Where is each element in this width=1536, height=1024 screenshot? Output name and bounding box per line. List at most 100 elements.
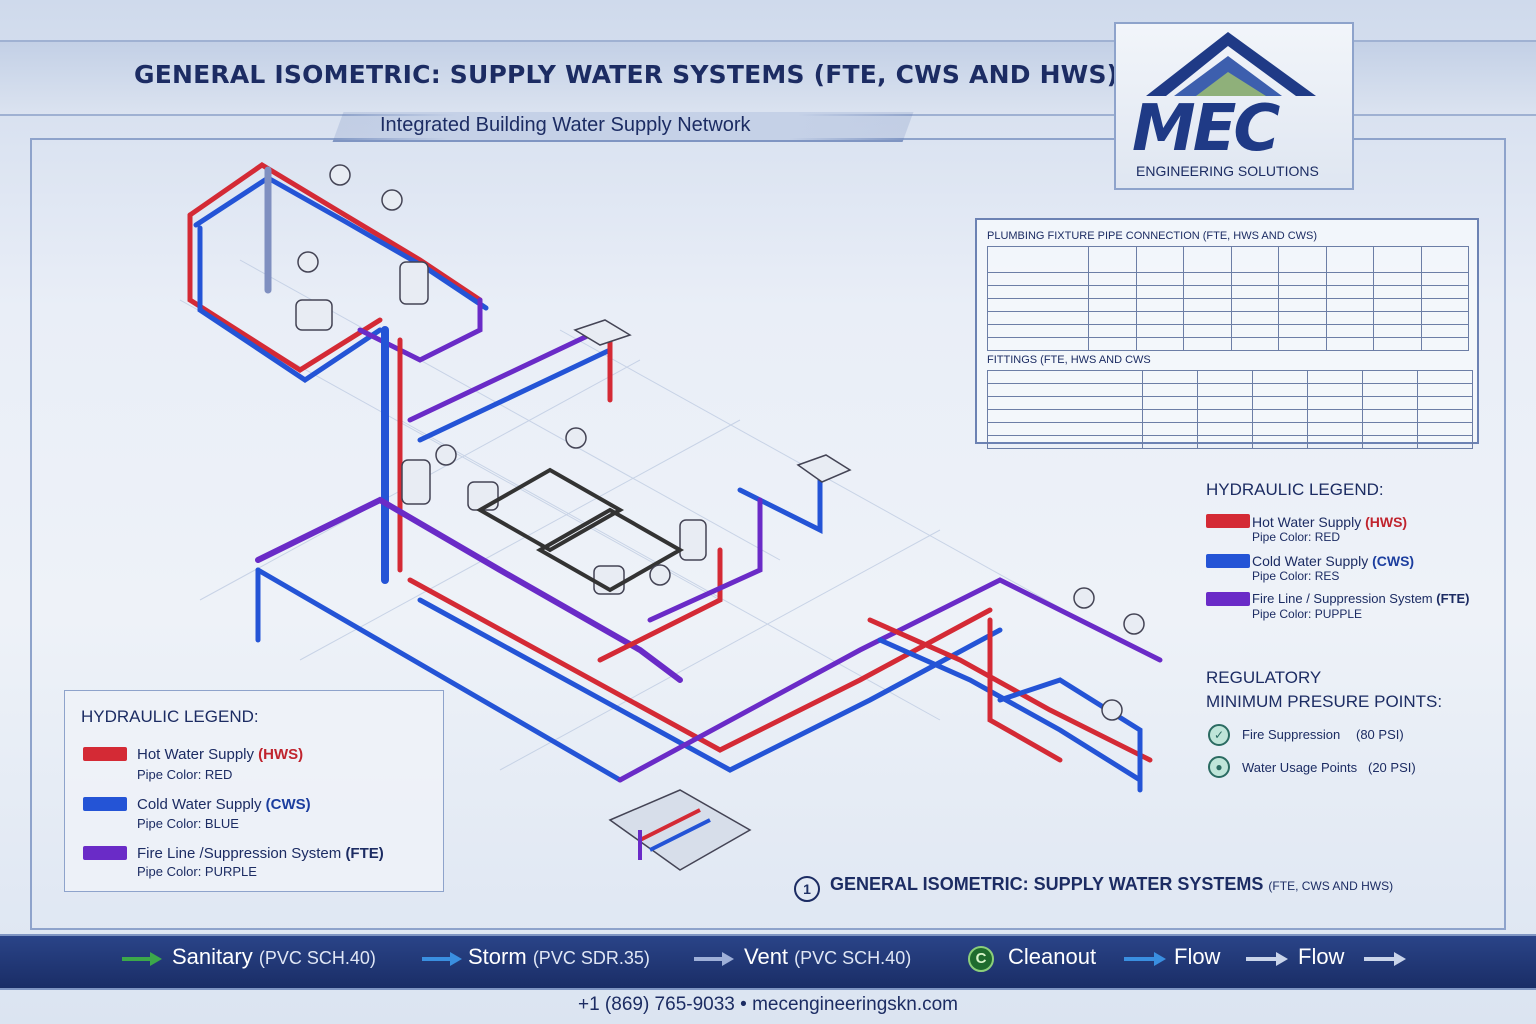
arrow-right-icon xyxy=(422,952,462,966)
vent-item: Vent (PVC SCH.40) xyxy=(744,944,911,970)
arrow-right-icon xyxy=(1246,952,1288,966)
fixture-valve-icon-7 xyxy=(1123,613,1145,635)
fittings-table xyxy=(987,370,1473,449)
toilet-icon-2 xyxy=(467,481,499,511)
main-riser xyxy=(381,326,613,584)
regulatory-heading: REGULATORY xyxy=(1206,668,1322,687)
legend-label: Hot Water Supply xyxy=(1252,514,1362,530)
storm-item: Storm (PVC SDR.35) xyxy=(468,944,650,970)
legend-label: Hot Water Supply xyxy=(137,746,254,763)
legend-sub: Pipe Color: RED xyxy=(137,767,233,782)
sink-icon xyxy=(573,319,632,346)
fixture-table-title: PLUMBING FIXTURE PIPE CONNECTION (FTE, H… xyxy=(987,230,1318,242)
company-logo xyxy=(1114,22,1354,190)
water-heater-icon-3 xyxy=(679,519,707,561)
fixture-connection-table xyxy=(987,246,1469,351)
fittings-table-title: FITTINGS (FTE, HWS AND CWS xyxy=(987,354,1151,366)
arrow-right-icon xyxy=(1364,952,1406,966)
legend-sub: Pipe Color: RED xyxy=(1252,530,1341,544)
legend-code: (HWS) xyxy=(1365,514,1408,530)
fixture-valve-icon-5 xyxy=(565,427,587,449)
hydraulic-legend-right: HYDRAULIC LEGEND: Hot Water Supply (HWS)… xyxy=(1186,470,1486,840)
vent-spec: (PVC SCH.40) xyxy=(794,948,912,968)
sanitary-label: Sanitary xyxy=(172,944,253,969)
cleanout-icon: C xyxy=(968,946,994,972)
legend-sub: Pipe Color: PUPPLE xyxy=(1252,607,1363,621)
caption-main: GENERAL ISOMETRIC: SUPPLY WATER SYSTEMS xyxy=(830,874,1264,894)
legend-item-fte: Fire Line / Suppression System (FTE) xyxy=(1252,591,1469,606)
water-drop-icon: ● xyxy=(1208,756,1230,778)
cws-swatch xyxy=(83,797,127,811)
legend-item-hws: Hot Water Supply (HWS) xyxy=(1252,514,1407,530)
legend-sub: Pipe Color: BLUE xyxy=(137,816,239,831)
legend-code: (CWS) xyxy=(265,796,311,813)
fixture-valve-icon-3 xyxy=(297,251,319,273)
legend-item-fte: Fire Line /Suppression System (FTE) xyxy=(137,845,384,862)
storm-spec: (PVC SDR.35) xyxy=(532,948,650,968)
legend-sub: Pipe Color: RES xyxy=(1252,569,1340,583)
water-heater-icon xyxy=(399,261,429,305)
cleanout-label: Cleanout xyxy=(1008,944,1097,969)
legend-item-hws: Hot Water Supply (HWS) xyxy=(137,746,303,763)
legend-item-cws: Cold Water Supply (CWS) xyxy=(137,796,311,813)
legend-label: Cold Water Supply xyxy=(137,796,262,813)
legend-code: (CWS) xyxy=(1372,553,1415,569)
arrow-right-icon xyxy=(1124,952,1166,966)
logo-tagline: ENGINEERING SOLUTIONS xyxy=(1136,163,1319,179)
fixture-valve-icon-8 xyxy=(1101,699,1123,721)
fire-suppression-value: (80 PSI) xyxy=(1356,727,1404,742)
toilet-icon xyxy=(295,299,333,331)
sanitary-spec: (PVC SCH.40) xyxy=(258,948,376,968)
pressure-gauge-icon: ✓ xyxy=(1208,724,1230,746)
sanitary-item: Sanitary (PVC SCH.40) xyxy=(172,944,376,970)
cws-swatch xyxy=(1206,554,1250,568)
logo-wordmark: MEC xyxy=(1132,92,1280,166)
hydraulic-legend-left: HYDRAULIC LEGEND: Hot Water Supply (HWS)… xyxy=(64,690,444,892)
fixture-valve-icon-9 xyxy=(649,564,671,586)
fixture-valve-icon xyxy=(329,164,351,186)
legend-sub: Pipe Color: PURPLE xyxy=(137,864,257,879)
legend-item-cws: Cold Water Supply (CWS) xyxy=(1252,553,1414,569)
main-horizontal-run xyxy=(255,467,1163,793)
flow-label-2: Flow xyxy=(1298,944,1345,969)
upper-left-loop xyxy=(187,162,489,384)
legend-label: Fire Line / Suppression System xyxy=(1252,591,1433,606)
sink-icon-2 xyxy=(796,454,852,483)
caption-small: (FTE, CWS AND HWS) xyxy=(1268,879,1394,893)
arrow-right-icon xyxy=(694,952,734,966)
legend-label: Cold Water Supply xyxy=(1252,553,1369,569)
arrow-right-icon xyxy=(122,952,162,966)
regulatory-subheading: MINIMUM PRESURE POINTS: xyxy=(1206,692,1443,711)
schedule-tables-panel: PLUMBING FIXTURE PIPE CONNECTION (FTE, H… xyxy=(975,218,1479,449)
fixture-valve-icon-6 xyxy=(1073,587,1095,609)
roof-mountain-icon xyxy=(1146,32,1316,96)
legend-heading: HYDRAULIC LEGEND: xyxy=(81,707,259,726)
service-entry-pad xyxy=(608,789,752,871)
legend-code: (FTE) xyxy=(345,845,384,862)
bathtub-icon-2 xyxy=(535,507,685,593)
legend-code: (FTE) xyxy=(1436,591,1470,606)
hws-swatch xyxy=(1206,514,1250,528)
fte-swatch xyxy=(1206,592,1250,606)
page-title: GENERAL ISOMETRIC: SUPPLY WATER SYSTEMS … xyxy=(134,60,1119,89)
fixtures xyxy=(295,164,1145,871)
water-usage-label: Water Usage Points xyxy=(1242,760,1358,775)
flow-label-1: Flow xyxy=(1174,944,1221,969)
service-entry-manifold xyxy=(638,808,711,860)
fte-swatch xyxy=(83,846,127,860)
bathtub-icon xyxy=(475,467,625,553)
contact-footer[interactable]: +1 (869) 765-9033 • mecengineeringskn.co… xyxy=(577,994,959,1015)
fixture-valve-icon-4 xyxy=(435,444,457,466)
drawing-caption: GENERAL ISOMETRIC: SUPPLY WATER SYSTEMS … xyxy=(830,874,1393,895)
water-heater-icon-2 xyxy=(401,459,431,505)
hws-swatch xyxy=(83,747,127,761)
legend-label: Fire Line /Suppression System xyxy=(137,845,342,862)
vent-label: Vent xyxy=(744,944,789,969)
storm-label: Storm xyxy=(468,944,527,969)
legend-heading: HYDRAULIC LEGEND: xyxy=(1206,480,1384,499)
legend-code: (HWS) xyxy=(258,746,304,763)
drawing-number: 1 xyxy=(794,876,820,902)
page-subtitle: Integrated Building Water Supply Network xyxy=(380,114,751,136)
water-usage-value: (20 PSI) xyxy=(1368,760,1416,775)
